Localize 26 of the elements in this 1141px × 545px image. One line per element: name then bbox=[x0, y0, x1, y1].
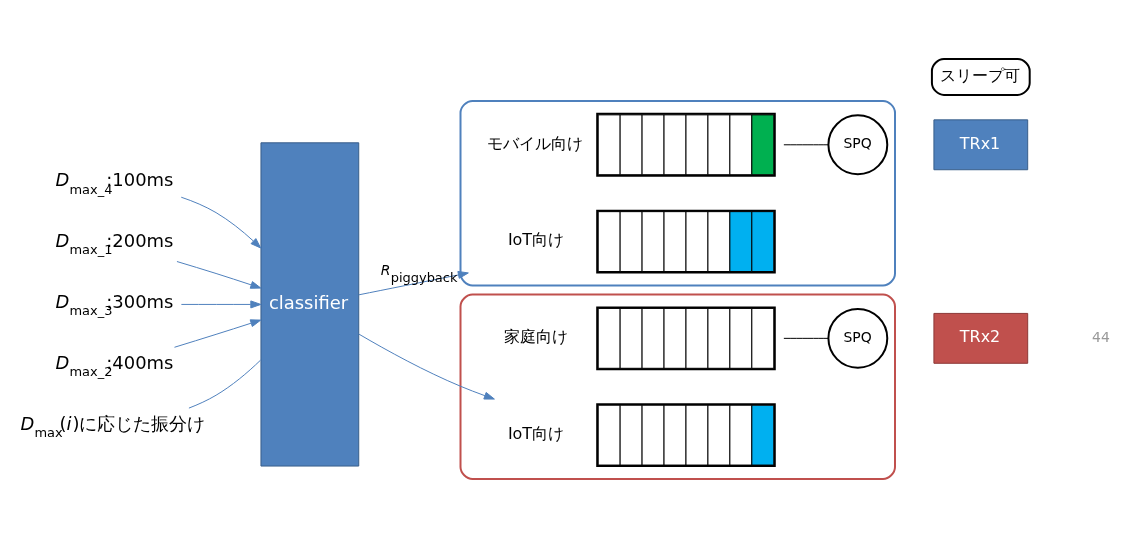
node-text: D$_{max_1}$:200ms bbox=[55, 229, 174, 257]
arrow bbox=[176, 260, 262, 289]
arrow bbox=[180, 196, 262, 248]
node-box: TRx1 bbox=[933, 118, 1029, 170]
label: 44 bbox=[1092, 328, 1110, 345]
connector bbox=[783, 143, 830, 145]
connector bbox=[783, 337, 830, 339]
node-box: TRx2 bbox=[933, 312, 1029, 364]
node-box: classifier bbox=[260, 141, 360, 467]
node-text: D$_{max_4}$:100ms bbox=[55, 168, 174, 197]
node-circle: SPQ bbox=[827, 307, 889, 369]
arrow bbox=[180, 299, 262, 308]
connector bbox=[188, 359, 262, 409]
node-box: スリープ可 bbox=[930, 57, 1031, 96]
node-label: IoT向け bbox=[507, 423, 565, 443]
node-circle: SPQ bbox=[827, 113, 889, 175]
arrow bbox=[174, 318, 262, 348]
node-label: IoT向け bbox=[507, 229, 565, 249]
node-label: 家庭向け bbox=[504, 326, 569, 346]
arrow bbox=[358, 333, 495, 400]
node-label: モバイル向け bbox=[486, 133, 583, 153]
arrow bbox=[358, 270, 469, 295]
node-text: D$_{max_2}$:400ms bbox=[55, 351, 174, 379]
cluster bbox=[459, 292, 896, 480]
node-text: D$_{max_3}$:300ms bbox=[55, 290, 174, 318]
node-text: D$_{max}$(i)に応じた振分け bbox=[20, 412, 206, 440]
